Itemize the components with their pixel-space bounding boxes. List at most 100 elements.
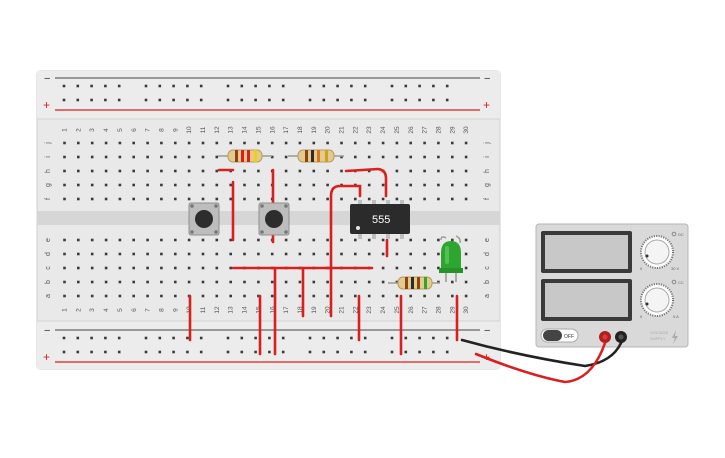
terminal-hole[interactable] [284, 197, 288, 201]
rail-hole[interactable] [432, 98, 435, 102]
terminal-hole[interactable] [381, 197, 385, 201]
terminal-hole[interactable] [160, 252, 163, 256]
terminal-hole[interactable] [451, 183, 454, 187]
terminal-hole[interactable] [354, 155, 357, 159]
terminal-hole[interactable] [63, 266, 66, 270]
rail-hole[interactable] [254, 336, 257, 340]
rail-hole[interactable] [158, 84, 162, 88]
terminal-hole[interactable] [326, 238, 329, 242]
terminal-hole[interactable] [146, 141, 149, 145]
terminal-hole[interactable] [132, 266, 135, 270]
terminal-hole[interactable] [423, 141, 426, 145]
rail-hole[interactable] [308, 84, 312, 88]
terminal-hole[interactable] [63, 238, 66, 242]
terminal-hole[interactable] [174, 294, 177, 298]
terminal-hole[interactable] [104, 280, 108, 284]
terminal-hole[interactable] [77, 266, 80, 270]
rail-hole[interactable] [117, 350, 121, 354]
terminal-hole[interactable] [437, 294, 440, 298]
terminal-hole[interactable] [132, 294, 135, 298]
terminal-hole[interactable] [437, 266, 440, 270]
terminal-hole[interactable] [118, 141, 122, 145]
rail-hole[interactable] [254, 350, 257, 354]
rail-hole[interactable] [158, 98, 162, 102]
rail-hole[interactable] [445, 350, 449, 354]
terminal-hole[interactable] [201, 197, 205, 201]
terminal-hole[interactable] [63, 169, 66, 173]
rail-hole[interactable] [363, 98, 367, 102]
terminal-hole[interactable] [367, 183, 371, 187]
terminal-hole[interactable] [270, 252, 274, 256]
terminal-hole[interactable] [174, 238, 177, 242]
terminal-hole[interactable] [146, 266, 149, 270]
terminal-hole[interactable] [243, 252, 246, 256]
terminal-hole[interactable] [423, 238, 426, 242]
rail-hole[interactable] [104, 84, 107, 88]
terminal-hole[interactable] [423, 169, 426, 173]
power-switch[interactable]: OFF [540, 328, 579, 343]
terminal-hole[interactable] [464, 266, 468, 270]
terminal-hole[interactable] [381, 266, 385, 270]
terminal-hole[interactable] [187, 252, 191, 256]
terminal-hole[interactable] [367, 294, 371, 298]
terminal-hole[interactable] [437, 155, 440, 159]
terminal-hole[interactable] [354, 294, 357, 298]
rail-hole[interactable] [172, 98, 175, 102]
terminal-hole[interactable] [395, 266, 399, 270]
pushbutton-1[interactable] [188, 202, 220, 236]
terminal-hole[interactable] [326, 141, 329, 145]
terminal-hole[interactable] [451, 280, 454, 284]
rail-hole[interactable] [404, 84, 408, 88]
rail-hole[interactable] [172, 336, 175, 340]
rail-hole[interactable] [336, 98, 339, 102]
current-knob[interactable] [640, 283, 674, 317]
rail-hole[interactable] [363, 350, 367, 354]
rail-hole[interactable] [226, 98, 230, 102]
terminal-hole[interactable] [451, 197, 454, 201]
terminal-hole[interactable] [395, 294, 399, 298]
rail-hole[interactable] [281, 98, 285, 102]
rail-hole[interactable] [76, 336, 80, 340]
rail-hole[interactable] [104, 350, 107, 354]
terminal-hole[interactable] [118, 266, 122, 270]
terminal-hole[interactable] [174, 155, 177, 159]
rail-hole[interactable] [172, 84, 175, 88]
terminal-hole[interactable] [63, 183, 66, 187]
terminal-hole[interactable] [257, 197, 260, 201]
rail-hole[interactable] [390, 336, 394, 340]
rail-hole[interactable] [104, 336, 107, 340]
rail-hole[interactable] [445, 336, 449, 340]
terminal-hole[interactable] [132, 238, 135, 242]
power-supply[interactable]: DC 0 30 V CC 0 5 A OFF VOLTAGE SUPPLY [535, 223, 689, 348]
terminal-hole[interactable] [464, 141, 468, 145]
rail-hole[interactable] [281, 350, 285, 354]
terminal-hole[interactable] [340, 155, 343, 159]
rail-hole[interactable] [158, 336, 162, 340]
terminal-hole[interactable] [146, 252, 149, 256]
terminal-hole[interactable] [63, 155, 66, 159]
rail-hole[interactable] [390, 350, 394, 354]
terminal-hole[interactable] [243, 141, 246, 145]
rail-hole[interactable] [199, 336, 203, 340]
terminal-hole[interactable] [312, 294, 316, 298]
rail-hole[interactable] [158, 350, 162, 354]
terminal-hole[interactable] [354, 238, 357, 242]
rail-hole[interactable] [418, 98, 421, 102]
terminal-hole[interactable] [243, 169, 246, 173]
rail-hole[interactable] [76, 84, 80, 88]
terminal-hole[interactable] [381, 280, 385, 284]
terminal-hole[interactable] [104, 266, 108, 270]
terminal-hole[interactable] [409, 183, 412, 187]
terminal-hole[interactable] [229, 266, 232, 270]
terminal-hole[interactable] [215, 169, 219, 173]
terminal-hole[interactable] [90, 266, 94, 270]
terminal-hole[interactable] [312, 197, 316, 201]
terminal-hole[interactable] [367, 197, 371, 201]
rail-hole[interactable] [254, 98, 257, 102]
terminal-hole[interactable] [77, 183, 80, 187]
terminal-hole[interactable] [118, 169, 122, 173]
rail-hole[interactable] [186, 98, 189, 102]
terminal-hole[interactable] [174, 183, 177, 187]
terminal-hole[interactable] [201, 141, 205, 145]
terminal-hole[interactable] [77, 294, 80, 298]
